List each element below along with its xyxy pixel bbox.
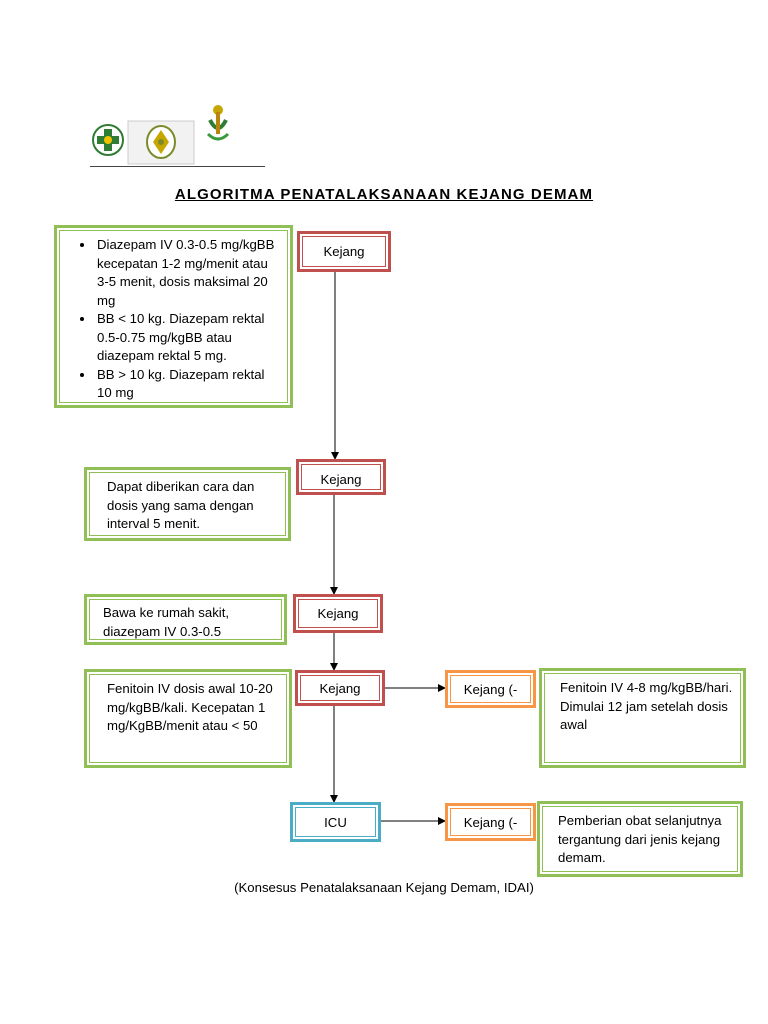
- node-label: Kejang (-: [463, 815, 518, 830]
- node-kejang-negative-1: Kejang (-: [445, 670, 536, 708]
- first-aid-list: Diazepam IV 0.3-0.5 mg/kgBB kecepatan 1-…: [65, 236, 282, 403]
- source-caption: (Konsesus Penatalaksanaan Kejang Demam, …: [234, 880, 534, 895]
- node-label: Kejang (-: [463, 682, 518, 697]
- fenitoin-maintenance-note: Fenitoin IV 4-8 mg/kgBB/hari. Dimulai 12…: [539, 668, 746, 768]
- node-label: Kejang: [317, 606, 359, 621]
- fenitoin-initial-text: Fenitoin IV dosis awal 10-20 mg/kgBB/kal…: [107, 681, 273, 733]
- fenitoin-initial-note: Fenitoin IV dosis awal 10-20 mg/kgBB/kal…: [84, 669, 292, 768]
- node-icu: ICU: [290, 802, 381, 842]
- node-label: Kejang: [319, 681, 361, 696]
- health-emblem-logo: [92, 124, 124, 156]
- first-aid-item: BB > 10 kg. Diazepam rektal 10 mg: [95, 366, 282, 403]
- repeat-dose-text: Dapat diberikan cara dan dosis yang sama…: [107, 479, 255, 531]
- node-kejang-negative-2: Kejang (-: [445, 803, 536, 841]
- further-treatment-text: Pemberian obat selanjutnya tergantung da…: [558, 813, 722, 865]
- hospital-text: Bawa ke rumah sakit, diazepam IV 0.3-0.5: [103, 605, 230, 639]
- hospital-note: Bawa ke rumah sakit, diazepam IV 0.3-0.5: [84, 594, 287, 645]
- first-aid-note: Diazepam IV 0.3-0.5 mg/kgBB kecepatan 1-…: [54, 225, 293, 408]
- node-label: ICU: [324, 815, 347, 830]
- institution-emblem-logo: [127, 120, 195, 165]
- first-aid-item: BB < 10 kg. Diazepam rektal 0.5-0.75 mg/…: [95, 310, 282, 366]
- header-divider: [90, 166, 265, 167]
- further-treatment-note: Pemberian obat selanjutnya tergantung da…: [537, 801, 743, 877]
- fenitoin-maintenance-text: Fenitoin IV 4-8 mg/kgBB/hari. Dimulai 12…: [560, 680, 733, 732]
- node-kejang-1: Kejang: [297, 231, 391, 272]
- node-kejang-3: Kejang: [293, 594, 383, 633]
- first-aid-item: Diazepam IV 0.3-0.5 mg/kgBB kecepatan 1-…: [95, 236, 282, 310]
- repeat-dose-note: Dapat diberikan cara dan dosis yang sama…: [84, 467, 291, 541]
- node-kejang-2: Kejang: [296, 459, 386, 495]
- logo-group: [90, 96, 265, 168]
- node-label: Kejang: [320, 472, 362, 487]
- node-kejang-4: Kejang: [295, 670, 385, 706]
- page-title: ALGORITMA PENATALAKSANAAN KEJANG DEMAM: [174, 186, 594, 203]
- node-label: Kejang: [323, 244, 365, 259]
- university-emblem-logo: [206, 105, 230, 141]
